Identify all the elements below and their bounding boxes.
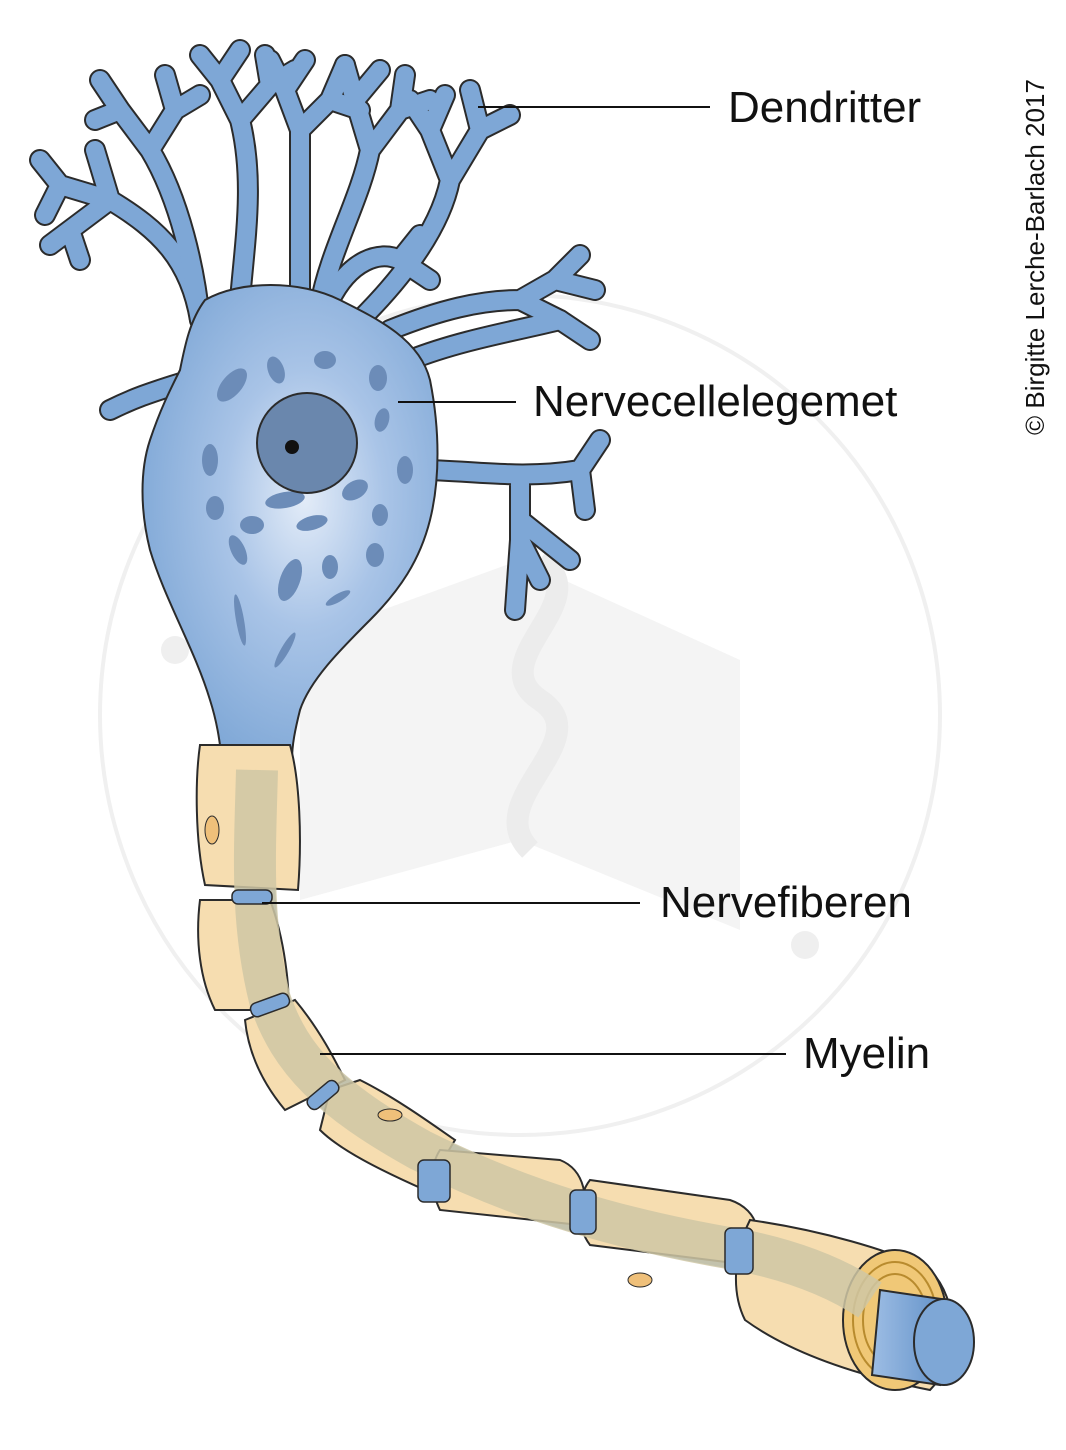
- watermark-book-icon: [300, 560, 740, 930]
- nodes-of-ranvier: [231, 889, 754, 1275]
- label-cell-body: Nervecellelegemet: [533, 377, 898, 426]
- nucleus: [256, 392, 358, 494]
- copyright-text: © Birgitte Lerche-Barlach 2017: [1020, 79, 1050, 435]
- cell-body-leader: [398, 401, 516, 403]
- label-nerve-fiber: Nervefiberen: [660, 878, 912, 927]
- myelin-leader: [320, 1053, 786, 1055]
- dendrites-leader: [478, 106, 710, 108]
- watermark-dot-left: [161, 636, 189, 664]
- watermark-dot-right: [791, 931, 819, 959]
- cell-body: [141, 284, 439, 761]
- schwann-nuclei: [204, 815, 653, 1288]
- axon-tip: [870, 1288, 975, 1387]
- nucleolus: [285, 440, 299, 454]
- axon-band: [233, 769, 882, 1318]
- organelles: [202, 351, 413, 668]
- axon: [195, 744, 975, 1392]
- nerve-fiber-leader: [262, 902, 640, 904]
- watermark-staff-icon: [506, 550, 569, 858]
- label-dendrites: Dendritter: [728, 83, 922, 132]
- label-myelin: Myelin: [803, 1029, 931, 1078]
